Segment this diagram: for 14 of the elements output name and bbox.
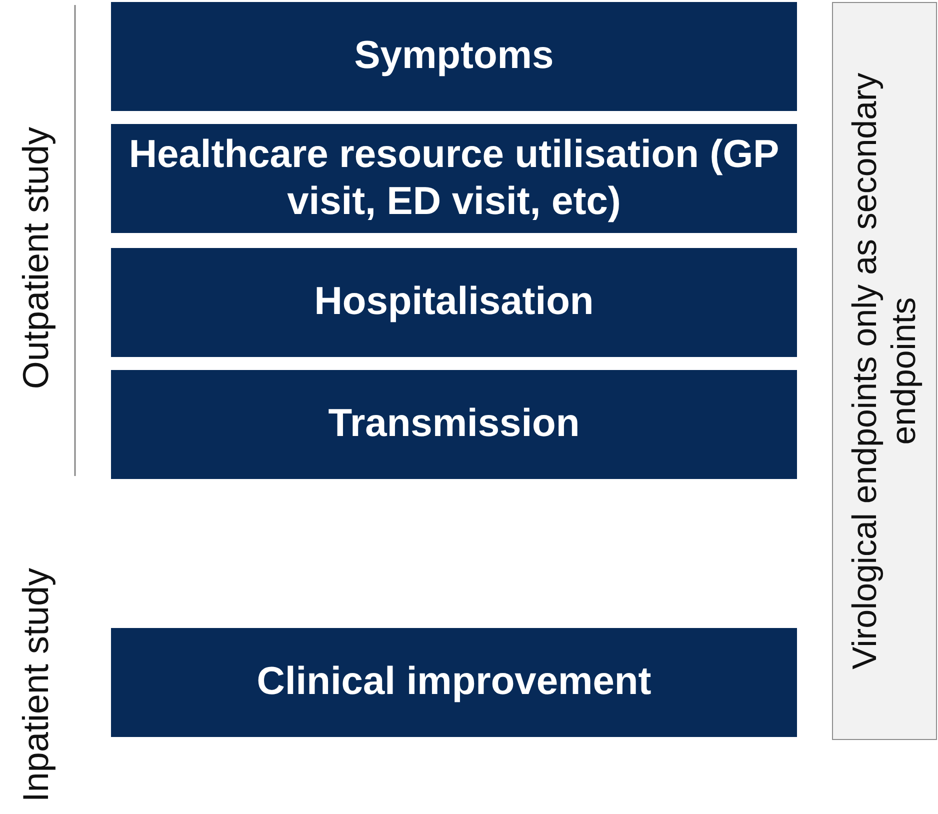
group-label: Inpatient study: [15, 568, 57, 802]
endpoint-label: Healthcare resource utilisation (GP visit, ED visit, etc): [128, 132, 780, 224]
endpoint-label: Symptoms: [354, 33, 554, 80]
group-label: Outpatient study: [15, 126, 57, 390]
endpoint-label: Transmission: [328, 401, 580, 448]
endpoint-box: [111, 248, 797, 357]
note-text: Virological endpoints only as secondary endpoints: [845, 72, 924, 672]
endpoint-label: Clinical improvement: [256, 659, 652, 706]
endpoint-label: Hospitalisation: [314, 279, 594, 326]
endpoint-box: [111, 2, 797, 111]
endpoint-box: [111, 628, 797, 737]
endpoint-box: [111, 124, 797, 233]
note-panel: [832, 2, 937, 740]
endpoint-box: [111, 370, 797, 479]
